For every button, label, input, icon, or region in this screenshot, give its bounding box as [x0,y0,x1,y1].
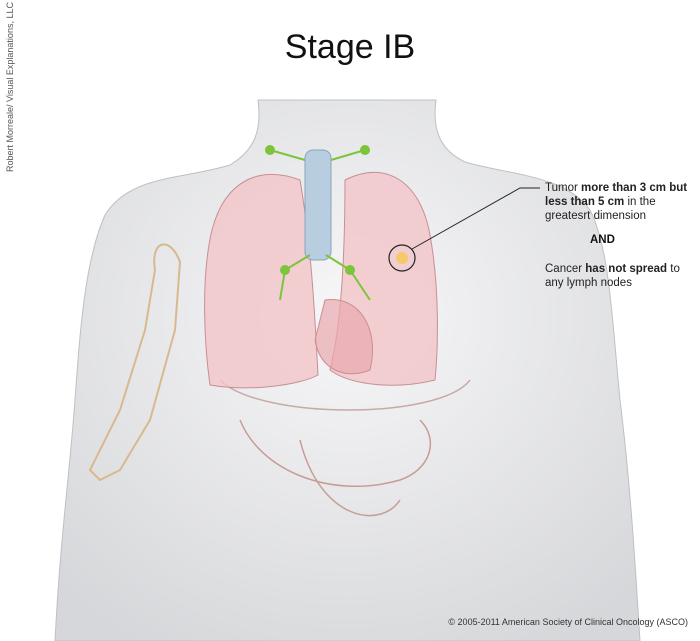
tumor-prefix: Tumor [545,182,581,194]
trachea [304,149,332,261]
lymph-nodes [265,145,371,301]
page-title: Stage IB [284,28,416,66]
heart [314,299,374,375]
cancer-prefix: Cancer [545,263,586,275]
lung-left [204,173,319,389]
tumor-size-note: Tumor more than 3 cm but less than 5 cm … [545,181,700,223]
tumor-suffix: in the greatesrt dimension [545,196,656,222]
arm-bone [88,243,182,482]
cancer-bold: has not spread [585,263,668,275]
tumor [396,252,408,264]
copyright: © 2005-2011 American Society of Clinical… [448,617,688,627]
leader-line [411,187,540,250]
intestine [239,419,431,517]
tumor-bold: more than 3 cm but less than 5 cm [545,182,688,208]
cancer-suffix: to any lymph nodes [545,263,680,289]
ribcage [219,379,471,411]
lymph-note: Cancer has not spread to any lymph nodes [545,262,700,290]
and-label: AND [590,234,615,246]
illustrator-credit: Robert Morreale/ Visual Explanations, LL… [5,2,15,172]
tumor-highlight-circle [388,244,416,272]
